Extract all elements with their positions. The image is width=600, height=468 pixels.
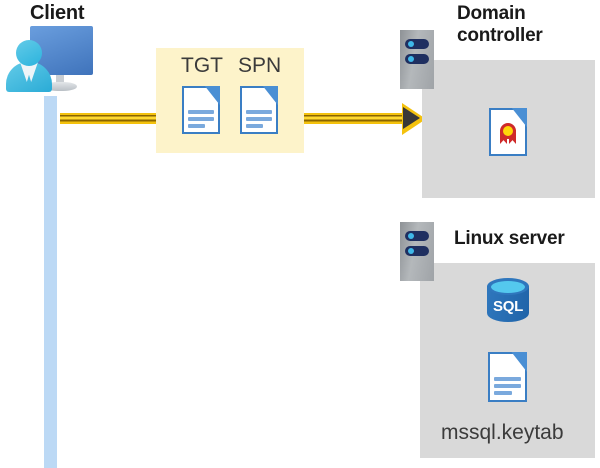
client-title: Client — [30, 2, 85, 24]
sql-label: SQL — [493, 298, 523, 315]
domain-controller-title-line1: Domain — [457, 3, 526, 24]
document-text-line — [246, 117, 272, 121]
server-led-icon — [408, 248, 414, 254]
server-bay — [405, 246, 429, 256]
spn-label: SPN — [238, 54, 282, 77]
server-led-icon — [408, 56, 414, 62]
domain-controller-title-line2: controller — [457, 24, 543, 46]
document-text-line — [246, 124, 263, 128]
document-text-line — [188, 124, 205, 128]
monitor-base — [44, 82, 77, 91]
flow-arrow-head-icon — [403, 107, 420, 129]
database-cylinder-top-inner — [491, 281, 525, 293]
tgt-document-icon — [182, 86, 220, 134]
tgt-label: TGT — [181, 54, 223, 77]
server-bay — [405, 231, 429, 241]
spn-document-icon — [240, 86, 278, 134]
document-text-line — [188, 110, 214, 114]
server-bay — [405, 54, 429, 64]
token-highlight-box — [156, 48, 304, 153]
client-computer-icon — [6, 26, 93, 92]
domain-controller-title: Domain controller — [457, 3, 577, 47]
linux-server-title: Linux server — [454, 228, 565, 249]
seal-center — [503, 126, 513, 136]
sql-database-icon: SQL — [487, 278, 529, 330]
document-text-line — [494, 377, 521, 381]
keytab-filename-label: mssql.keytab — [441, 421, 564, 444]
client-lifeline — [44, 96, 57, 468]
monitor-neck — [56, 75, 64, 84]
keytab-document-icon — [488, 352, 527, 402]
server-led-icon — [408, 233, 414, 239]
server-led-icon — [408, 41, 414, 47]
document-text-line — [494, 384, 521, 388]
certificate-icon — [489, 108, 527, 156]
server-bay — [405, 39, 429, 49]
person-head-icon — [16, 40, 42, 66]
domain-controller-server-icon — [400, 30, 434, 89]
document-text-line — [188, 117, 214, 121]
document-text-line — [246, 110, 272, 114]
document-text-line — [494, 391, 512, 395]
linux-server-icon — [400, 222, 434, 281]
